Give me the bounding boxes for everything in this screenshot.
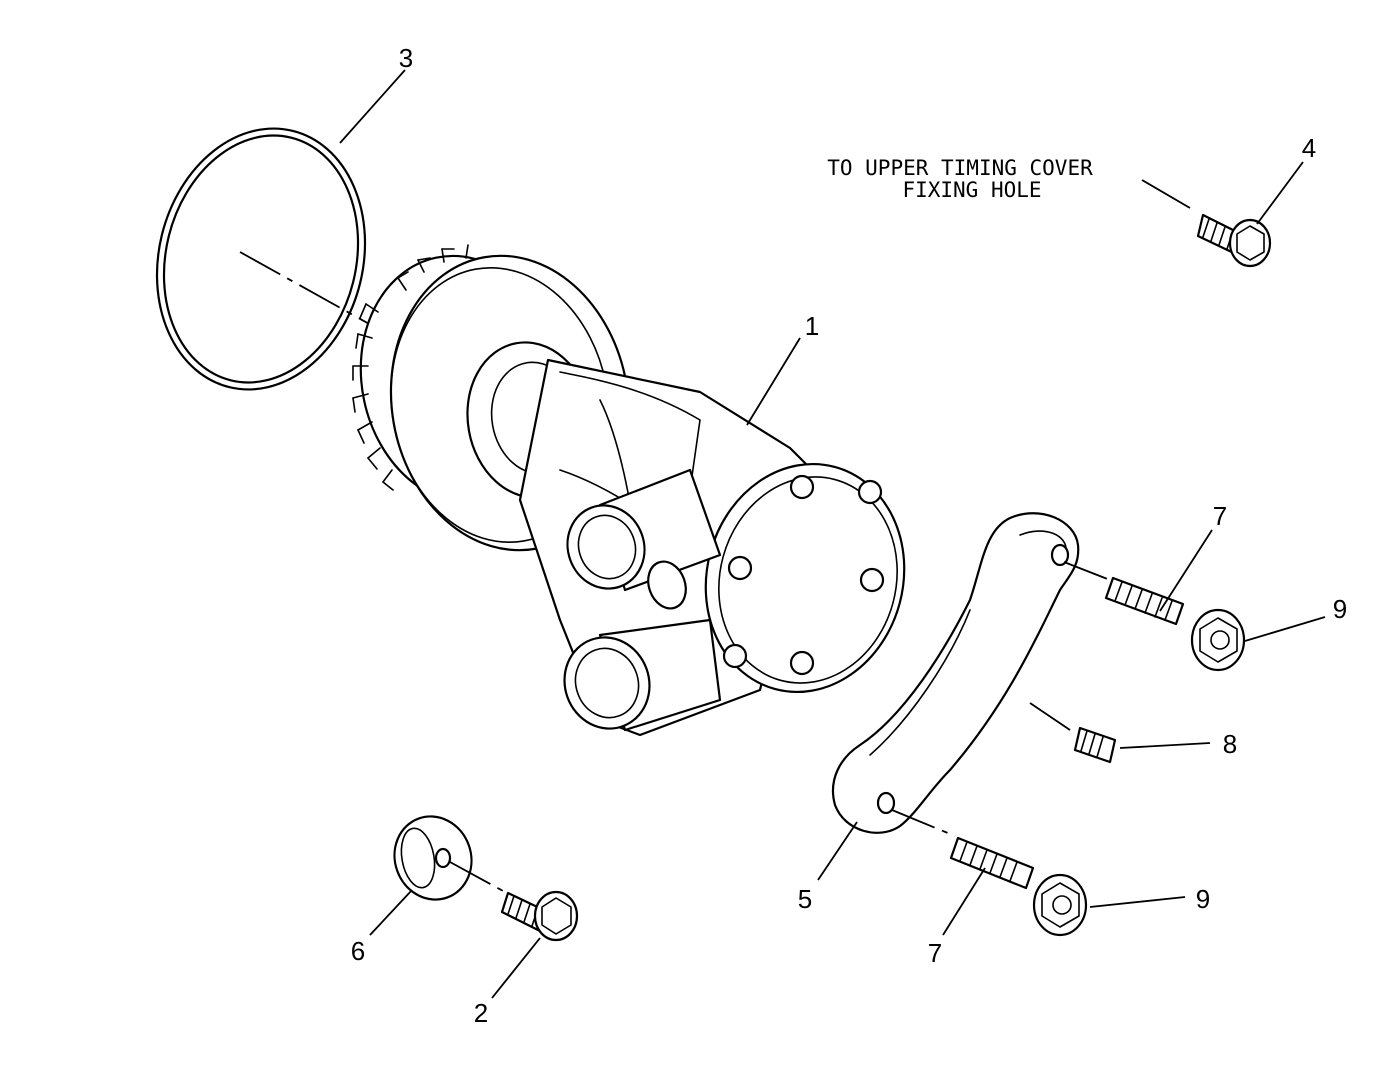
centerline-bracket-lower xyxy=(891,809,956,837)
sealing-washer xyxy=(393,815,473,901)
support-bracket xyxy=(831,512,1080,834)
note-line-2: FIXING HOLE xyxy=(902,178,1041,202)
note-line-1: TO UPPER TIMING COVER xyxy=(827,156,1093,180)
centerline-bracket-upper xyxy=(1063,561,1111,581)
bolt-pump-mounting xyxy=(500,890,579,942)
grub-screw xyxy=(1073,726,1117,764)
centerline-o-ring xyxy=(239,251,381,331)
callout-6: 6 xyxy=(351,936,365,966)
callout-7-upper: 7 xyxy=(1213,501,1227,531)
flange-nut-upper xyxy=(1190,608,1246,672)
o-ring-seal xyxy=(155,127,367,391)
flange-nut-lower xyxy=(1032,873,1088,937)
callout-5: 5 xyxy=(798,884,812,914)
leader-lines xyxy=(339,69,1326,999)
stud-upper xyxy=(1104,576,1185,626)
callout-2: 2 xyxy=(474,998,488,1028)
cover-plate-bolts xyxy=(722,474,885,676)
callout-1: 1 xyxy=(805,311,819,341)
callout-8: 8 xyxy=(1223,729,1237,759)
stud-lower xyxy=(949,836,1035,890)
callout-9-lower: 9 xyxy=(1196,884,1210,914)
bolt-timing-cover xyxy=(1196,213,1272,268)
callout-7-lower: 7 xyxy=(928,938,942,968)
water-pump-assembly xyxy=(352,244,906,737)
callout-4: 4 xyxy=(1302,133,1316,163)
callout-9-upper: 9 xyxy=(1333,594,1347,624)
centerline-washer-bolt xyxy=(449,861,506,893)
callout-3: 3 xyxy=(399,43,413,73)
